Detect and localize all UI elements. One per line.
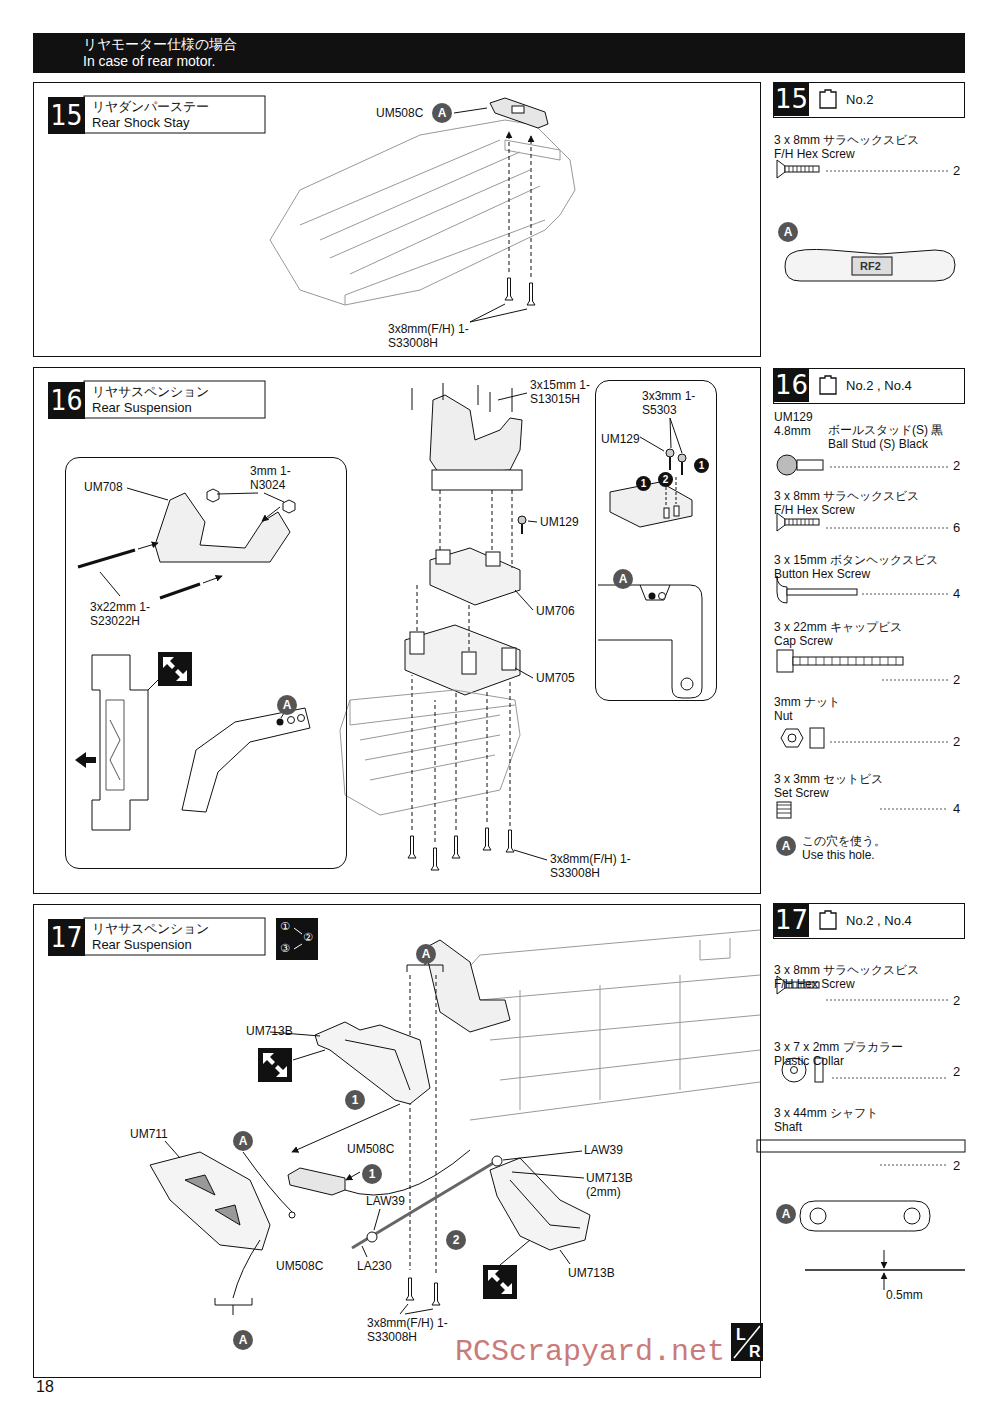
callout-letter: A bbox=[233, 1131, 253, 1151]
parts-header: 16 No.2 , No.4 bbox=[773, 368, 965, 404]
part-label: UM713B (2mm) bbox=[586, 1171, 636, 1199]
part-label: 0.5mm bbox=[886, 1288, 923, 1302]
step-number: 16 bbox=[774, 369, 809, 402]
page-heading: リヤモーター仕様の場合 In case of rear motor. bbox=[83, 36, 248, 70]
part-label: 3mm 1-N3024 bbox=[250, 464, 305, 492]
callout-letter: 1 bbox=[362, 1164, 382, 1184]
part-label: UM129 4.8mm bbox=[774, 410, 824, 438]
callout-letter: 2 bbox=[446, 1230, 466, 1250]
quantity: 2 bbox=[953, 1064, 960, 1079]
part-label: この穴を使う。 Use this hole. bbox=[802, 834, 902, 862]
part-label: UM129 bbox=[540, 515, 579, 529]
quantity: 4 bbox=[953, 586, 960, 601]
part-label: LAW39 bbox=[366, 1194, 405, 1208]
part-label: 3 x 8mm サラヘックスビス F/H Hex Screw bbox=[774, 963, 934, 991]
sequence-number: ② bbox=[303, 932, 313, 944]
part-label: 3x8mm(F/H) 1-S33008H bbox=[388, 322, 478, 350]
part-label: 3 x 8mm サラヘックスビス F/H Hex Screw bbox=[774, 133, 934, 161]
step-panel: 16リヤサスペンション Rear SuspensionUM708 3mm 1-N3… bbox=[33, 367, 761, 894]
step-number: 15 bbox=[774, 83, 809, 116]
part-label: 3 x 22mm キャップビス Cap Screw bbox=[774, 620, 909, 648]
callout-letter: A bbox=[432, 103, 452, 123]
part-label: 3 x 7 x 2mm プラカラー Plastic Collar bbox=[774, 1040, 914, 1068]
part-label: UM129 bbox=[601, 432, 640, 446]
quantity: 2 bbox=[953, 993, 960, 1008]
callout-letter: A bbox=[613, 569, 633, 589]
part-label: UM508C bbox=[276, 1259, 323, 1273]
callout-letter: 1 bbox=[345, 1090, 365, 1110]
callout-letter: A bbox=[416, 944, 436, 964]
part-label: UM508C bbox=[347, 1142, 394, 1156]
detail-inset: UM708 3mm 1-N3024 3x22mm 1-S23022H A bbox=[65, 457, 347, 869]
quantity: 4 bbox=[953, 801, 960, 816]
part-label: UM713B bbox=[246, 1024, 293, 1038]
side-mark: R bbox=[749, 1343, 761, 1360]
callout-letter: A bbox=[778, 222, 798, 242]
bag-number: No.2 , No.4 bbox=[846, 913, 912, 928]
part-label: 3x8mm(F/H) 1-S33008H bbox=[367, 1316, 452, 1344]
sequence-number: ① bbox=[280, 921, 290, 933]
part-marking: RF2 bbox=[860, 259, 881, 273]
part-label: 3 x 8mm サラヘックスビス F/H Hex Screw bbox=[774, 489, 934, 517]
part-label: UM711 bbox=[130, 1127, 168, 1141]
quantity: 2 bbox=[953, 734, 960, 749]
part-label: LAW39 bbox=[584, 1143, 623, 1157]
quantity: 2 bbox=[953, 1158, 960, 1173]
part-label: UM713B bbox=[568, 1266, 615, 1280]
callout-letter: A bbox=[277, 695, 297, 715]
step-number: 17 bbox=[48, 919, 85, 956]
part-label: UM706 bbox=[536, 604, 575, 618]
step-title: リヤダンパーステー Rear Shock Stay bbox=[92, 99, 217, 131]
quantity: 2 bbox=[953, 672, 960, 687]
part-label: LA230 bbox=[357, 1259, 392, 1273]
page-number: 18 bbox=[36, 1378, 54, 1396]
part-label: 3mm ナット Nut bbox=[774, 695, 854, 723]
part-label: 3x15mm 1-S13015H bbox=[530, 378, 610, 406]
part-label: 3 x 15mm ボタンヘックスビス Button Hex Screw bbox=[774, 553, 954, 581]
callout-number: 1 bbox=[636, 476, 651, 491]
part-label: 3x3mm 1-S5303 bbox=[642, 389, 702, 417]
part-label: UM708 bbox=[84, 480, 123, 494]
part-label: 3 x 3mm セットビス Set Screw bbox=[774, 772, 892, 800]
watermark: RCScrapyard.net bbox=[455, 1335, 725, 1369]
part-label: UM508C bbox=[376, 106, 423, 120]
callout-letter: A bbox=[776, 836, 796, 856]
parts-header: 15 No.2 bbox=[773, 82, 965, 118]
quantity: 6 bbox=[953, 520, 960, 535]
callout-number: 1 bbox=[694, 458, 709, 473]
part-label: UM705 bbox=[536, 671, 575, 685]
quantity: 2 bbox=[953, 163, 960, 178]
bag-number: No.2 , No.4 bbox=[846, 378, 912, 393]
step-title: リヤサスペンション Rear Suspension bbox=[92, 921, 217, 953]
step-title: リヤサスペンション Rear Suspension bbox=[92, 384, 217, 416]
part-label: ボールスタッド(S) 黒 Ball Stud (S) Black bbox=[828, 423, 963, 451]
sequence-number: ③ bbox=[280, 943, 290, 955]
step-panel: 17リヤサスペンション Rear Suspension bbox=[33, 904, 761, 1378]
part-label: 3 x 44mm シャフト Shaft bbox=[774, 1106, 894, 1134]
part-label: 3x22mm 1-S23022H bbox=[90, 600, 160, 628]
step-number: 16 bbox=[48, 382, 85, 419]
detail-inset: 3x3mm 1-S5303UM129121A bbox=[595, 380, 717, 701]
callout-letter: A bbox=[233, 1330, 253, 1350]
step-number: 17 bbox=[774, 904, 809, 937]
callout-number: 2 bbox=[658, 472, 673, 487]
step-panel: 15リヤダンパーステー Rear Shock Stay bbox=[33, 82, 761, 357]
bag-number: No.2 bbox=[846, 92, 873, 107]
step-number: 15 bbox=[48, 97, 85, 134]
quantity: 2 bbox=[953, 458, 960, 473]
part-label: 3x8mm(F/H) 1-S33008H bbox=[550, 852, 635, 880]
callout-letter: A bbox=[776, 1204, 796, 1224]
parts-header: 17 No.2 , No.4 bbox=[773, 903, 965, 939]
side-mark: L bbox=[736, 1326, 746, 1343]
